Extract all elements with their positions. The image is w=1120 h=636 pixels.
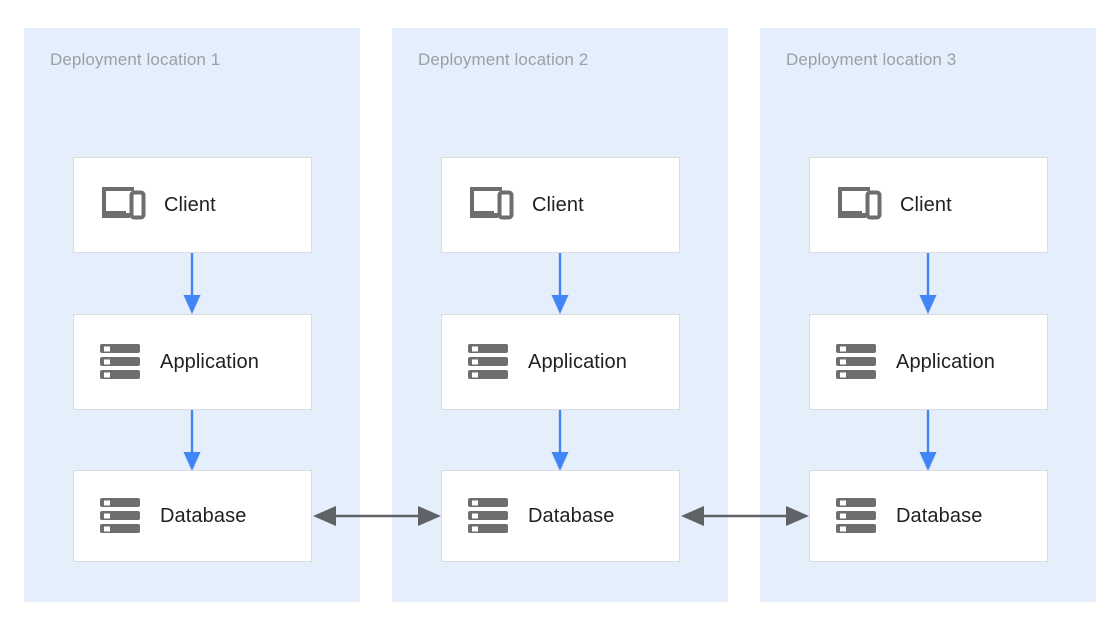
node-application-3[interactable]: Application [809,314,1048,410]
node-database-2[interactable]: Database [441,470,680,562]
server-icon [466,492,510,541]
arrow-database-1-to-database-2 [311,500,443,537]
arrow-application-to-database-2 [546,410,574,476]
server-icon [466,338,510,387]
deployment-panel-1-label: Deployment location 1 [50,50,221,69]
node-application-2[interactable]: Application [441,314,680,410]
arrow-database-2-to-database-3 [679,500,811,537]
server-icon [834,338,878,387]
node-application-1-label: Application [160,350,259,373]
node-client-2-label: Client [532,193,584,216]
devices-icon [466,183,514,228]
arrow-client-to-application-2 [546,253,574,319]
arrow-client-to-application-1 [178,253,206,319]
arrow-application-to-database-1 [178,410,206,476]
node-database-2-label: Database [528,504,615,527]
node-database-3-label: Database [896,504,983,527]
node-application-2-label: Application [528,350,627,373]
deployment-panel-2-label: Deployment location 2 [418,50,589,69]
node-client-3[interactable]: Client [809,157,1048,253]
node-client-2[interactable]: Client [441,157,680,253]
node-client-3-label: Client [900,193,952,216]
node-database-3[interactable]: Database [809,470,1048,562]
server-icon [98,492,142,541]
server-icon [834,492,878,541]
node-client-1-label: Client [164,193,216,216]
deployment-panel-3-label: Deployment location 3 [786,50,957,69]
node-application-1[interactable]: Application [73,314,312,410]
node-client-1[interactable]: Client [73,157,312,253]
node-database-1-label: Database [160,504,247,527]
node-application-3-label: Application [896,350,995,373]
arrow-client-to-application-3 [914,253,942,319]
arrow-application-to-database-3 [914,410,942,476]
devices-icon [98,183,146,228]
devices-icon [834,183,882,228]
node-database-1[interactable]: Database [73,470,312,562]
server-icon [98,338,142,387]
